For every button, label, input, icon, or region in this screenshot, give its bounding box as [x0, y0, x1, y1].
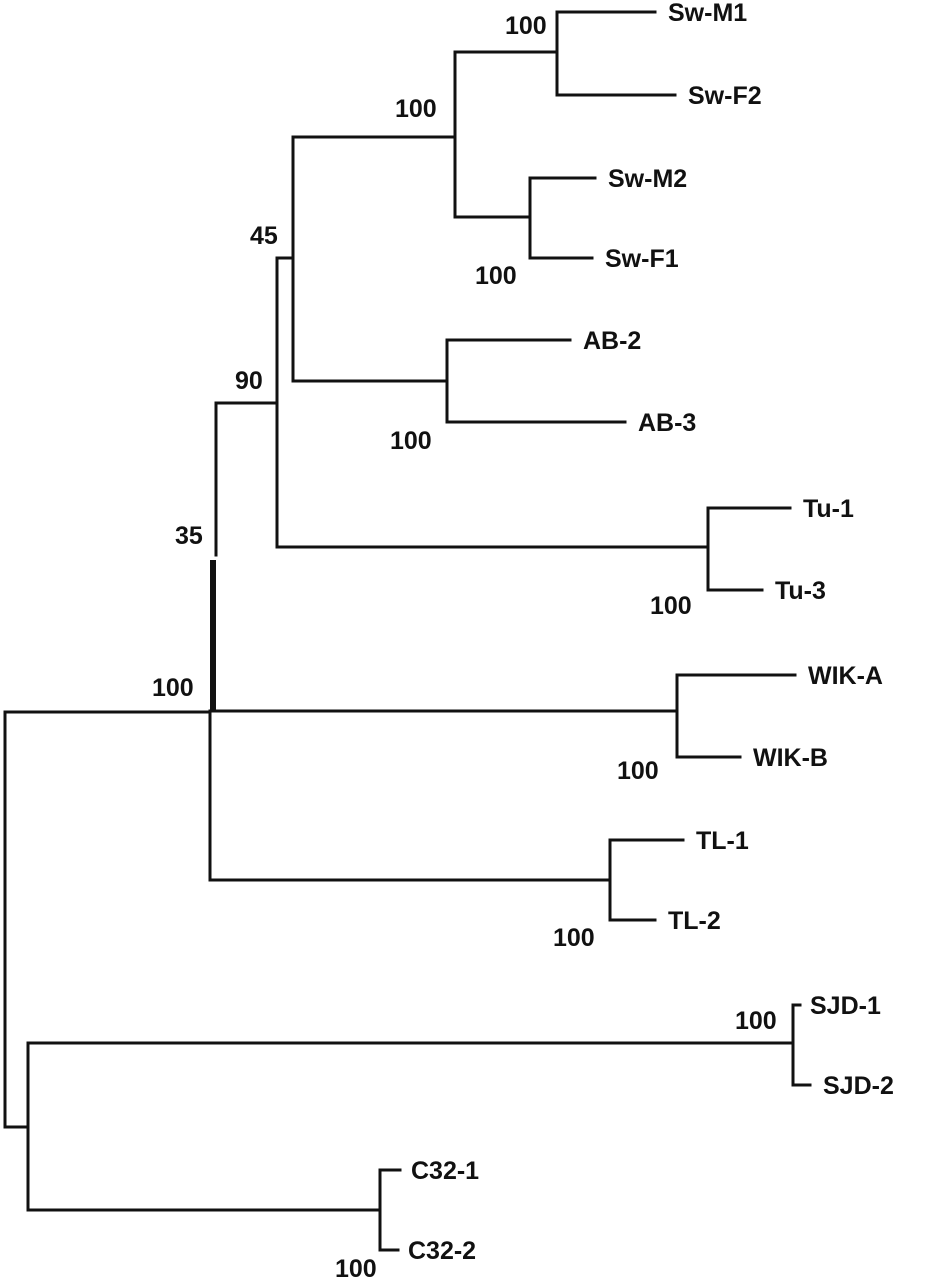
leaf-label: Tu-1 — [803, 495, 854, 523]
leaf-label: WIK-A — [808, 662, 883, 690]
branch-wik — [210, 673, 797, 759]
bootstrap-value: 100 — [735, 1007, 777, 1035]
bootstrap-value: 100 — [152, 674, 194, 702]
leaf-label: C32-1 — [411, 1157, 479, 1185]
branch-sw-clade — [291, 50, 457, 219]
bootstrap-value: 100 — [617, 757, 659, 785]
branch-node-90 — [214, 256, 279, 557]
bootstrap-value: 45 — [250, 222, 278, 250]
branch-root — [3, 710, 212, 1129]
leaf-label: Tu-3 — [775, 577, 826, 605]
bootstrap-value: 100 — [553, 924, 595, 952]
branches — [3, 10, 812, 1252]
leaf-label: TL-2 — [668, 907, 721, 935]
bootstrap-value: 35 — [175, 522, 203, 550]
branch-tu — [275, 506, 792, 592]
leaf-label: SJD-2 — [823, 1072, 894, 1100]
bootstrap-value: 100 — [475, 262, 517, 290]
branch-sw-m2-f1 — [453, 176, 597, 260]
branch-sw-m1-f2 — [453, 10, 677, 97]
branch-node-45 — [275, 135, 295, 383]
leaf-label: SJD-1 — [810, 992, 881, 1020]
leaf-label: Sw-M2 — [608, 165, 687, 193]
bootstrap-labels: 100 100 100 100 45 100 90 35 100 100 100… — [152, 12, 777, 1280]
bootstrap-value: 100 — [505, 12, 547, 40]
leaf-label: Sw-F2 — [688, 82, 762, 110]
leaf-label: AB-3 — [638, 409, 696, 437]
branch-tl — [208, 709, 685, 922]
branch-c32 — [26, 1041, 402, 1252]
leaf-label: C32-2 — [408, 1237, 476, 1265]
leaf-label: TL-1 — [696, 827, 749, 855]
bootstrap-value: 100 — [335, 1255, 377, 1280]
bootstrap-value: 100 — [390, 427, 432, 455]
branch-sjd — [26, 1003, 812, 1087]
leaf-label: WIK-B — [753, 744, 828, 772]
leaf-label: Sw-F1 — [605, 245, 679, 273]
branch-ab — [291, 338, 627, 424]
bootstrap-value: 90 — [235, 367, 263, 395]
leaf-label: Sw-M1 — [668, 0, 747, 27]
bootstrap-value: 100 — [395, 95, 437, 123]
bootstrap-value: 100 — [650, 592, 692, 620]
leaf-labels: Sw-M1 Sw-F2 Sw-M2 Sw-F1 AB-2 AB-3 Tu-1 T… — [408, 0, 894, 1265]
leaf-label: AB-2 — [583, 327, 641, 355]
